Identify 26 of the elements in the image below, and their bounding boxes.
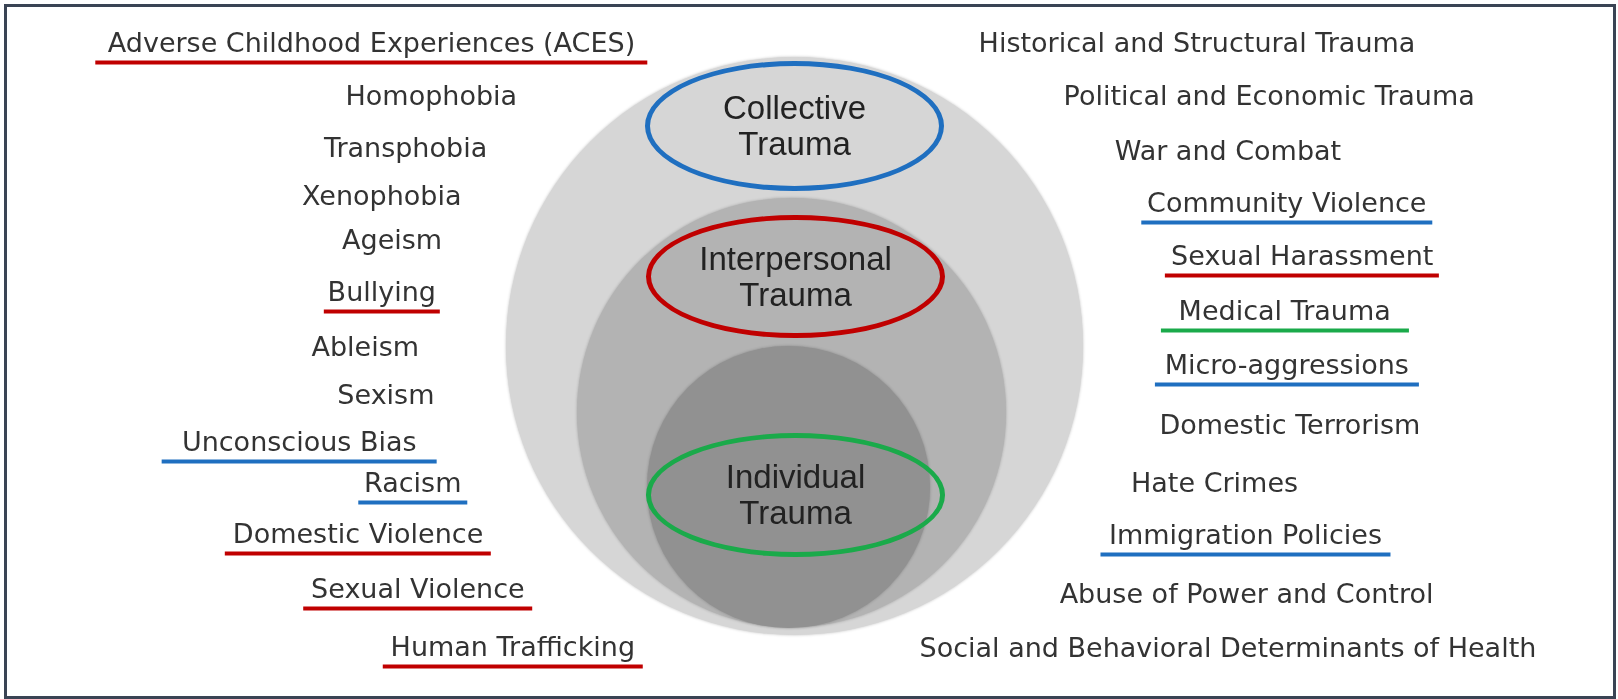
circled-title: Interpersonal Trauma: [645, 214, 946, 339]
underlined-term: Adverse Childhood Experiences (ACES): [95, 25, 648, 65]
underlined-term: Unconscious Bias: [161, 424, 437, 464]
term-label: Historical and Structural Trauma: [978, 26, 1416, 61]
circled-title: Individual Trauma: [645, 433, 946, 558]
circled-title: Collective Trauma: [644, 60, 945, 191]
term-label: Hate Crimes: [1131, 465, 1299, 500]
term-label: Ageism: [342, 223, 443, 258]
underlined-term: Racism: [358, 465, 468, 505]
term-label: War and Combat: [1114, 133, 1342, 168]
underlined-term: Domestic Violence: [224, 516, 492, 556]
underlined-term: Medical Trauma: [1160, 293, 1409, 333]
term-label: Domestic Terrorism: [1159, 408, 1421, 443]
term-label: Transphobia: [323, 130, 488, 165]
term-label: Social and Behavioral Determinants of Health: [919, 631, 1537, 665]
underlined-term: Micro-aggressions: [1154, 347, 1419, 387]
underlined-term: Sexual Harassment: [1165, 238, 1440, 278]
underlined-term: Bullying: [323, 274, 440, 314]
term-label: Xenophobia: [302, 179, 462, 214]
term-label: Sexism: [337, 378, 435, 413]
term-label: Homophobia: [345, 78, 518, 113]
term-label: Abuse of Power and Control: [1059, 577, 1434, 612]
underlined-term: Immigration Policies: [1100, 517, 1390, 557]
term-label: Political and Economic Trauma: [1063, 78, 1475, 113]
underlined-term: Community Violence: [1141, 185, 1433, 225]
term-label: Ableism: [311, 329, 420, 364]
